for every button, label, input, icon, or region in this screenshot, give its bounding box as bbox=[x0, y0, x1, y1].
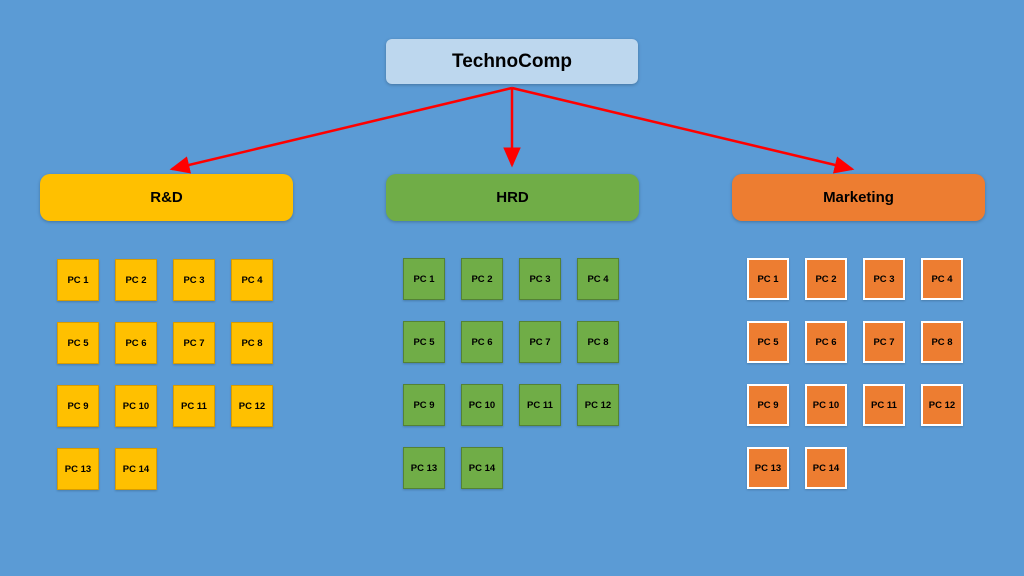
pc-box: PC 13 bbox=[57, 448, 99, 490]
pc-box: PC 2 bbox=[461, 258, 503, 300]
pc-box: PC 2 bbox=[805, 258, 847, 300]
pc-label: PC 14 bbox=[812, 462, 840, 474]
department-box-hrd: HRD bbox=[386, 174, 639, 221]
pc-label: PC 6 bbox=[471, 336, 493, 348]
pc-box: PC 5 bbox=[57, 322, 99, 364]
arrow-to-rnd bbox=[169, 86, 513, 174]
pc-label: PC 8 bbox=[587, 336, 609, 348]
pc-box: PC 10 bbox=[805, 384, 847, 426]
department-box-rnd: R&D bbox=[40, 174, 293, 221]
pc-box: PC 10 bbox=[461, 384, 503, 426]
pc-box: PC 14 bbox=[115, 448, 157, 490]
pc-box: PC 7 bbox=[863, 321, 905, 363]
arrow-to-marketing bbox=[511, 86, 855, 174]
pc-label: PC 8 bbox=[931, 336, 953, 348]
pc-box: PC 11 bbox=[863, 384, 905, 426]
pc-box: PC 9 bbox=[57, 385, 99, 427]
pc-box: PC 6 bbox=[115, 322, 157, 364]
pc-box: PC 1 bbox=[57, 259, 99, 301]
pc-label: PC 10 bbox=[812, 399, 840, 411]
pc-label: PC 11 bbox=[181, 400, 207, 412]
pc-label: PC 2 bbox=[815, 273, 837, 285]
pc-box: PC 12 bbox=[577, 384, 619, 426]
pc-box: PC 14 bbox=[461, 447, 503, 489]
pc-label: PC 7 bbox=[183, 337, 205, 349]
pc-label: PC 10 bbox=[122, 400, 150, 412]
pc-box: PC 5 bbox=[747, 321, 789, 363]
department-label-hrd: HRD bbox=[496, 189, 529, 206]
pc-grid-hrd: PC 1 PC 2 PC 3 PC 4 PC 5 PC 6 PC 7 PC 8 PC 9 PC 1… bbox=[403, 258, 619, 489]
pc-label: PC 1 bbox=[757, 273, 779, 285]
pc-label: PC 2 bbox=[125, 274, 147, 286]
pc-label: PC 14 bbox=[122, 463, 150, 475]
pc-label: PC 12 bbox=[928, 399, 956, 411]
pc-label: PC 7 bbox=[873, 336, 895, 348]
root-node-label: TechnoComp bbox=[452, 50, 572, 72]
pc-box: PC 4 bbox=[231, 259, 273, 301]
pc-box: PC 8 bbox=[577, 321, 619, 363]
pc-label: PC 13 bbox=[754, 462, 782, 474]
pc-box: PC 4 bbox=[577, 258, 619, 300]
pc-label: PC 2 bbox=[471, 273, 493, 285]
pc-label: PC 12 bbox=[584, 399, 612, 411]
pc-box: PC 4 bbox=[921, 258, 963, 300]
department-label-marketing: Marketing bbox=[823, 189, 894, 206]
pc-label: PC 11 bbox=[871, 399, 897, 411]
pc-box: PC 8 bbox=[231, 322, 273, 364]
pc-box: PC 11 bbox=[519, 384, 561, 426]
pc-box: PC 10 bbox=[115, 385, 157, 427]
department-box-marketing: Marketing bbox=[732, 174, 985, 221]
pc-label: PC 4 bbox=[241, 274, 263, 286]
pc-box: PC 3 bbox=[173, 259, 215, 301]
pc-label: PC 9 bbox=[757, 399, 779, 411]
pc-box: PC 8 bbox=[921, 321, 963, 363]
pc-grid-marketing: PC 1 PC 2 PC 3 PC 4 PC 5 PC 6 PC 7 PC 8 PC 9 PC 1… bbox=[747, 258, 963, 489]
pc-label: PC 8 bbox=[241, 337, 263, 349]
pc-label: PC 4 bbox=[587, 273, 609, 285]
root-node: TechnoComp bbox=[386, 39, 638, 84]
pc-box: PC 13 bbox=[403, 447, 445, 489]
pc-grid-rnd: PC 1 PC 2 PC 3 PC 4 PC 5 PC 6 PC 7 PC 8 PC 9 PC 1… bbox=[57, 259, 273, 490]
pc-box: PC 9 bbox=[403, 384, 445, 426]
pc-box: PC 13 bbox=[747, 447, 789, 489]
pc-label: PC 5 bbox=[757, 336, 779, 348]
pc-box: PC 12 bbox=[921, 384, 963, 426]
pc-box: PC 7 bbox=[173, 322, 215, 364]
pc-label: PC 1 bbox=[413, 273, 435, 285]
department-label-rnd: R&D bbox=[150, 189, 183, 206]
pc-box: PC 5 bbox=[403, 321, 445, 363]
pc-label: PC 4 bbox=[931, 273, 953, 285]
pc-label: PC 10 bbox=[468, 399, 496, 411]
pc-label: PC 9 bbox=[413, 399, 435, 411]
pc-box: PC 12 bbox=[231, 385, 273, 427]
pc-label: PC 5 bbox=[67, 337, 89, 349]
pc-label: PC 6 bbox=[125, 337, 147, 349]
pc-label: PC 3 bbox=[529, 273, 551, 285]
pc-box: PC 7 bbox=[519, 321, 561, 363]
pc-label: PC 11 bbox=[527, 399, 553, 411]
pc-box: PC 9 bbox=[747, 384, 789, 426]
pc-box: PC 1 bbox=[403, 258, 445, 300]
pc-box: PC 2 bbox=[115, 259, 157, 301]
pc-label: PC 9 bbox=[67, 400, 89, 412]
pc-label: PC 14 bbox=[468, 462, 496, 474]
pc-box: PC 3 bbox=[519, 258, 561, 300]
pc-box: PC 14 bbox=[805, 447, 847, 489]
pc-label: PC 1 bbox=[67, 274, 89, 286]
pc-label: PC 13 bbox=[410, 462, 438, 474]
pc-box: PC 6 bbox=[461, 321, 503, 363]
pc-label: PC 3 bbox=[183, 274, 205, 286]
pc-box: PC 6 bbox=[805, 321, 847, 363]
pc-label: PC 6 bbox=[815, 336, 837, 348]
pc-label: PC 7 bbox=[529, 336, 551, 348]
pc-box: PC 11 bbox=[173, 385, 215, 427]
pc-label: PC 5 bbox=[413, 336, 435, 348]
pc-box: PC 1 bbox=[747, 258, 789, 300]
pc-box: PC 3 bbox=[863, 258, 905, 300]
pc-label: PC 3 bbox=[873, 273, 895, 285]
pc-label: PC 13 bbox=[64, 463, 92, 475]
pc-label: PC 12 bbox=[238, 400, 266, 412]
